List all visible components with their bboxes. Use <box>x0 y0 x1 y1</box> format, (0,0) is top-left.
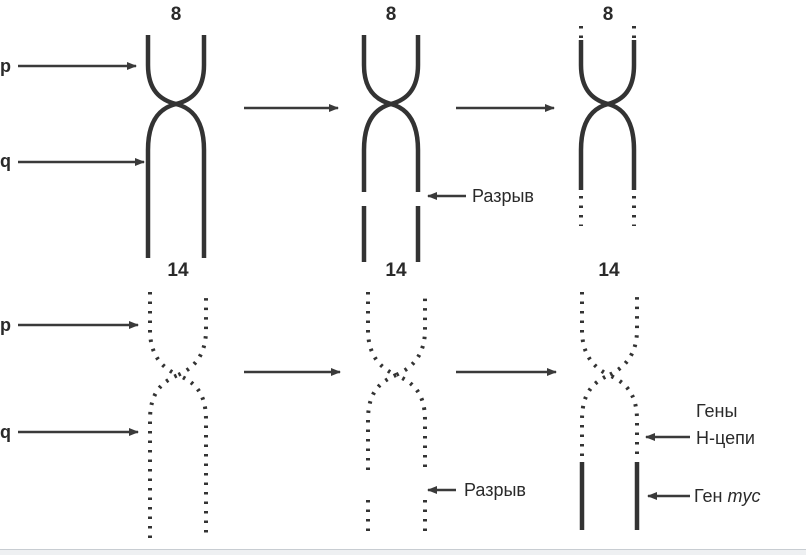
chromosome-8-label-3: 8 <box>603 4 614 25</box>
chromosome-14-label-1: 14 <box>167 260 189 281</box>
h-chain-genes-label-line1: Гены <box>696 401 737 421</box>
arm-label-q-14: q <box>0 422 11 442</box>
h-chain-genes-label-line2: Н-цепи <box>696 428 755 448</box>
chromosome-14-label-2: 14 <box>385 260 407 281</box>
chromosome-8-label-2: 8 <box>386 4 397 25</box>
chromosome-14-stage2 <box>366 292 427 538</box>
chromosome-14-stage3 <box>579 292 640 530</box>
arm-label-p-8: p <box>0 56 11 76</box>
chromosome-8-label-1: 8 <box>171 4 182 25</box>
chromosome-8-stage3 <box>578 26 637 226</box>
myc-gene-prefix: Ген <box>694 486 728 506</box>
chromosome-8-stage2 <box>361 35 421 262</box>
chromosome-14-label-3: 14 <box>598 260 620 281</box>
myc-gene-label: Ген myc <box>694 486 761 506</box>
chromosome-8-stage1 <box>145 35 207 258</box>
break-label-8: Разрыв <box>472 186 534 206</box>
break-label-14: Разрыв <box>464 480 526 500</box>
arm-label-p-14: p <box>0 315 11 335</box>
bottom-edge <box>0 549 806 555</box>
arm-label-q-8: q <box>0 151 11 171</box>
myc-gene-name: myc <box>728 486 761 506</box>
chromosome-14-stage1 <box>148 292 208 538</box>
